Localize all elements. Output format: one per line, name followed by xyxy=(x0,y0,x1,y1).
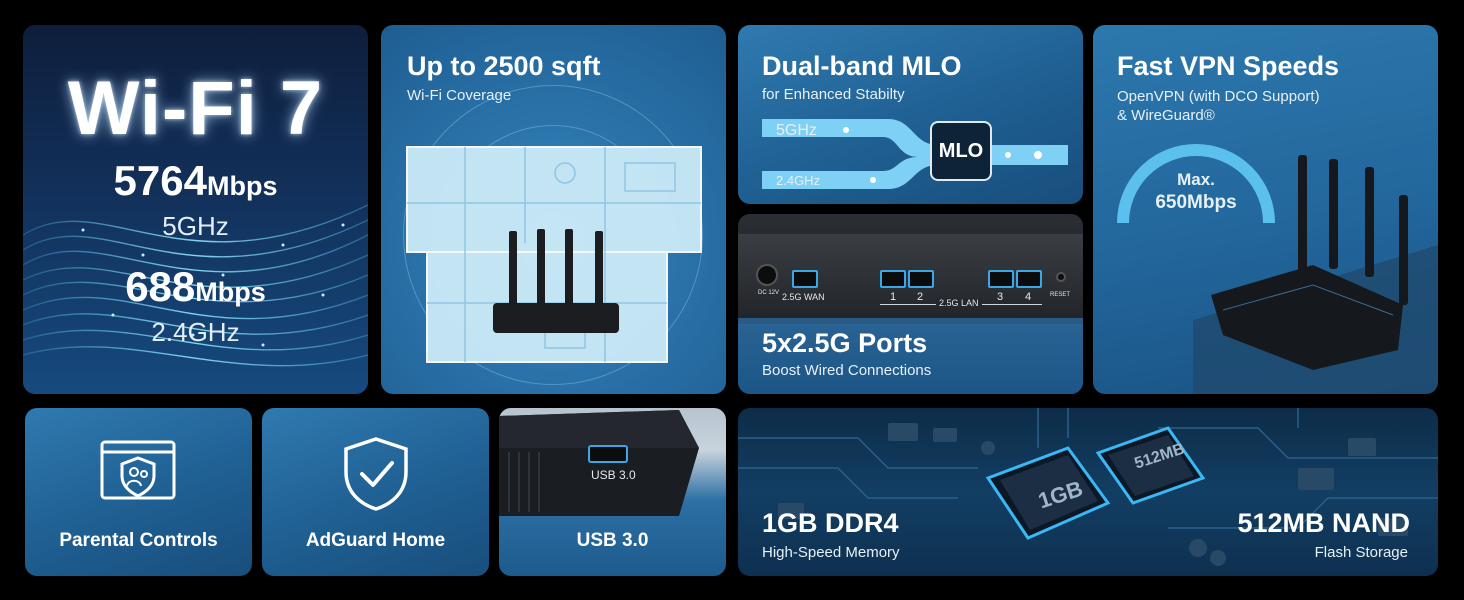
lan-port-3-icon xyxy=(988,270,1014,288)
gauge-value: 650Mbps xyxy=(1155,192,1237,213)
vpn-subtitle-line2: & WireGuard® xyxy=(1117,107,1215,124)
dc-jack-icon xyxy=(756,264,778,286)
band-5ghz-label: 5GHz xyxy=(162,211,229,241)
wave-graphic xyxy=(23,204,368,367)
speed-5ghz-unit: Mbps xyxy=(206,171,278,201)
ports-text-panel xyxy=(738,318,1083,394)
wifi7-card: Wi-Fi 7 5764Mbps 5GHz 688Mbps 2.4GHz xyxy=(23,25,368,394)
router-rear-panel: DC 12V 2.5G WAN 1 2 3 4 2.5G LAN RESET xyxy=(738,234,1083,324)
router-side-image xyxy=(499,410,699,516)
parental-controls-label: Parental Controls xyxy=(59,530,218,551)
lan-number-3: 3 xyxy=(997,291,1004,303)
usb-label: USB 3.0 xyxy=(576,530,649,551)
dc-label: DC 12V xyxy=(758,290,780,296)
speed-24ghz-value: 688 xyxy=(125,263,196,310)
mlo-band-24ghz: 2.4GHz xyxy=(776,173,821,188)
ports-card: DC 12V 2.5G WAN 1 2 3 4 2.5G LAN RESET 5… xyxy=(738,214,1083,394)
ram-title: 1GB DDR4 xyxy=(762,508,899,538)
usb-port-label: USB 3.0 xyxy=(591,468,636,482)
vpn-subtitle-line1: OpenVPN (with DCO Support) xyxy=(1117,88,1320,105)
lan-label: 2.5G LAN xyxy=(936,298,982,308)
memory-card: 1GB 512MB 1GB DDR4 High-Speed Memory 512… xyxy=(738,408,1438,576)
reset-label: RESET xyxy=(1050,292,1071,298)
circuit-board-image xyxy=(738,408,1438,566)
lan-port-2-icon xyxy=(908,270,934,288)
speed-24ghz-unit: Mbps xyxy=(195,277,266,307)
adguard-label: AdGuard Home xyxy=(305,530,446,551)
adguard-card: AdGuard Home xyxy=(262,408,489,576)
gauge-label: Max. xyxy=(1177,170,1215,189)
band-24ghz-label: 2.4GHz xyxy=(151,317,240,347)
mlo-band-5ghz: 5GHz xyxy=(776,122,817,139)
coverage-card: Up to 2500 sqft Wi-Fi Coverage xyxy=(381,25,726,394)
lan-number-1: 1 xyxy=(890,291,897,303)
vpn-title: Fast VPN Speeds xyxy=(1117,51,1340,81)
mlo-card: Dual-band MLO for Enhanced Stabilty 5GHz… xyxy=(738,25,1083,204)
lan-port-4-icon xyxy=(1016,270,1042,288)
mlo-subtitle: for Enhanced Stabilty xyxy=(762,86,905,103)
speed-5ghz-value: 5764 xyxy=(113,157,207,204)
lan-number-2: 2 xyxy=(917,291,924,303)
coverage-subtitle: Wi-Fi Coverage xyxy=(407,87,512,104)
coverage-ring-outer xyxy=(403,85,703,385)
wan-label: 2.5G WAN xyxy=(782,292,825,302)
router-image xyxy=(1193,155,1438,394)
coverage-title: Up to 2500 sqft xyxy=(407,51,601,81)
usb-card: USB 3.0 USB 3.0 xyxy=(499,408,726,576)
lan-number-4: 4 xyxy=(1025,291,1032,303)
shield-check-icon xyxy=(344,437,408,511)
mlo-band-graphic xyxy=(762,119,1068,189)
wan-port-icon xyxy=(792,270,818,288)
vpn-card: Fast VPN Speeds OpenVPN (with DCO Suppor… xyxy=(1093,25,1438,394)
ram-subtitle: High-Speed Memory xyxy=(762,544,900,561)
speed-5ghz: 5764Mbps xyxy=(23,157,368,205)
speed-24ghz: 688Mbps xyxy=(23,263,368,311)
nand-subtitle: Flash Storage xyxy=(1314,544,1408,561)
lan-port-1-icon xyxy=(880,270,906,288)
nand-title: 512MB NAND xyxy=(1237,508,1410,538)
mlo-box: MLO xyxy=(930,121,992,181)
ports-title: 5x2.5G Ports xyxy=(762,328,928,358)
parental-controls-icon xyxy=(100,440,176,500)
reset-button-icon xyxy=(1056,272,1066,282)
wifi-title: Wi-Fi 7 xyxy=(67,66,324,151)
floor-plan-image xyxy=(406,146,702,363)
mlo-title: Dual-band MLO xyxy=(762,51,962,81)
speed-gauge-icon xyxy=(1117,144,1275,224)
parental-controls-card: Parental Controls xyxy=(25,408,252,576)
ports-subtitle: Boost Wired Connections xyxy=(762,362,932,379)
